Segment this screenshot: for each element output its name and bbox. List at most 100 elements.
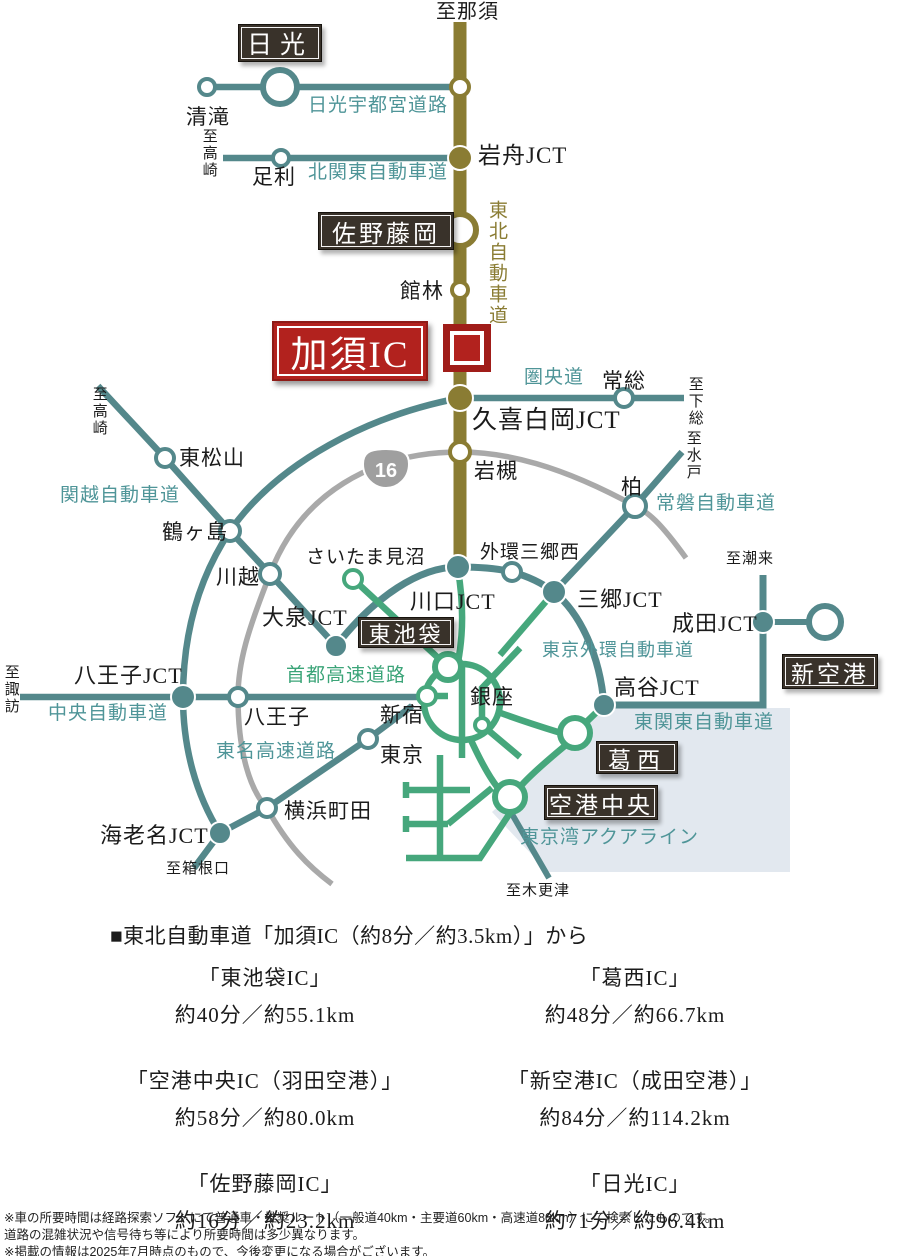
label-box-sanofujioka: 佐野藤岡 — [318, 212, 454, 250]
road-shuto-haneda3 — [402, 816, 448, 832]
map-label: 至高崎 — [200, 128, 217, 179]
footnote-line: ※掲載の情報は2025年7月時点のもので、今後変更になる場合がございます。 — [4, 1244, 435, 1256]
map-label: 関越自動車道 — [60, 485, 181, 506]
label-box-nikko: 日光 — [238, 24, 322, 62]
map-node-jct-teal — [592, 693, 616, 717]
map-label: 至木更津 — [506, 883, 571, 899]
map-label: 至箱根口 — [166, 861, 231, 877]
map-label: 圏央道 — [524, 367, 585, 388]
map-node-ic-olive — [450, 280, 470, 300]
road-joban — [551, 449, 685, 595]
map-label: 外環三郷西 — [480, 542, 581, 563]
map-label: 海老名JCT — [100, 823, 209, 848]
destination-time-distance: 約71分／約96.4km — [544, 1209, 726, 1233]
road-shuto-haneda4 — [406, 799, 521, 862]
route16-shield-number: 16 — [375, 460, 397, 482]
map-label: 東京外環自動車道 — [542, 640, 694, 660]
map-node-ic — [613, 387, 635, 409]
map-label: 至水戸 — [684, 430, 701, 481]
footnote-line: ※車の所要時間は経路探索ソフトにて普通車・推奨ルート（一般道40km・主要道60… — [4, 1211, 718, 1225]
map-label: 三郷JCT — [577, 587, 663, 612]
map-label: 清滝 — [186, 105, 230, 129]
map-label: 高谷JCT — [614, 675, 700, 700]
map-label: 至潮来 — [726, 551, 775, 567]
map-node-ic — [154, 447, 176, 469]
map-node-jct-olive — [447, 145, 473, 171]
destination-name: 「新空港IC（成田空港）」 — [507, 1069, 763, 1093]
map-label: 柏 — [621, 475, 643, 499]
label-box-kasai: 葛西 — [596, 741, 678, 774]
destination-name: 「佐野藤岡IC」 — [187, 1172, 343, 1196]
map-node-ring-teal — [260, 67, 300, 107]
route16-shield-shape — [361, 447, 411, 490]
map-node-ic — [256, 797, 278, 819]
map-label: 日光宇都宮道路 — [308, 95, 449, 116]
destination-item: 「空港中央IC（羽田空港）」約58分／約80.0km — [80, 1065, 450, 1132]
map-label: 中央自動車道 — [48, 703, 169, 724]
map-node-ic — [227, 686, 249, 708]
map-label: 東関東自動車道 — [634, 712, 775, 733]
map-label: 常総 — [602, 369, 646, 393]
map-node-ic — [258, 562, 282, 586]
destination-grid: 「東池袋IC」約40分／約55.1km「葛西IC」約48分／約66.7km「空港… — [80, 962, 820, 1235]
map-label: 首都高速道路 — [286, 665, 407, 686]
map-label: さいたま見沼 — [306, 547, 426, 568]
map-label: 川口JCT — [410, 589, 496, 614]
map-node-ic — [197, 77, 217, 97]
destination-time-distance: 約84分／約114.2km — [539, 1106, 731, 1130]
map-node-jct-olive — [446, 384, 474, 412]
destination-name: 「葛西IC」 — [579, 966, 691, 990]
map-label: 川越 — [216, 565, 260, 589]
map-label: 東松山 — [179, 446, 245, 470]
map-node-jct-teal — [170, 684, 196, 710]
road-shuto-inner — [478, 645, 523, 718]
map-node-ring-green — [557, 715, 593, 751]
map-node-ring-green — [432, 651, 464, 683]
road-shuto-haneda-line — [467, 736, 501, 791]
map-label: 常磐自動車道 — [656, 493, 777, 514]
map-label: 足利 — [252, 165, 296, 189]
road-shuto-misato-line — [497, 589, 557, 658]
map-label: 至高崎 — [90, 386, 107, 437]
map-label: 横浜町田 — [284, 799, 372, 823]
access-heading: ■東北自動車道「加須IC（約8分／約3.5km）」から — [110, 924, 589, 948]
road-shuto-haneda5 — [445, 785, 495, 827]
road-shuto-kawaguchi-line — [454, 569, 466, 663]
map-node-ic-olive — [449, 76, 471, 98]
destination-item: 「新空港IC（成田空港）」約84分／約114.2km — [450, 1065, 820, 1132]
map-node-jct-teal — [208, 821, 232, 845]
map-label: 東京湾アクアライン — [520, 827, 700, 848]
destination-time-distance: 約16分／約23.2km — [174, 1209, 356, 1233]
map-nodes — [154, 67, 844, 845]
map-node-ic-olive — [448, 440, 472, 464]
kazo-ic-marker — [443, 324, 491, 372]
label-box-kazo-ic: 加須IC — [272, 321, 428, 381]
map-node-ic-green — [342, 568, 364, 590]
map-label: 至那須 — [436, 1, 499, 23]
destination-name: 「空港中央IC（羽田空港）」 — [126, 1069, 404, 1093]
destination-time-distance: 約48分／約66.7km — [544, 1003, 726, 1027]
destination-name: 「東池袋IC」 — [198, 966, 332, 990]
destination-item: 「葛西IC」約48分／約66.7km — [450, 962, 820, 1029]
map-node-ic — [501, 561, 523, 583]
map-label: 岩槻 — [474, 459, 518, 483]
destination-time-distance: 約40分／約55.1km — [174, 1003, 356, 1027]
map-node-jct-teal — [751, 610, 775, 634]
map-node-ic — [271, 148, 291, 168]
map-node-ring-green — [492, 779, 528, 815]
map-label: 新宿 — [380, 703, 424, 727]
map-label: 久喜白岡JCT — [472, 407, 621, 434]
road-shuto-haneda2 — [402, 782, 470, 798]
map-node-jct-teal — [324, 634, 348, 658]
label-box-shinkuko: 新空港 — [782, 654, 878, 689]
label-box-higashi-ikebukuro: 東池袋 — [358, 617, 454, 648]
footnotes: ※車の所要時間は経路探索ソフトにて普通車・推奨ルート（一般道40km・主要道60… — [4, 1210, 717, 1256]
map-label: 東京 — [380, 743, 424, 767]
map-label: 東名高速道路 — [216, 741, 337, 762]
map-node-ic-green — [473, 716, 491, 734]
map-label: 八王子JCT — [74, 663, 183, 688]
map-node-ic — [357, 728, 379, 750]
label-box-kukochuo: 空港中央 — [544, 785, 658, 820]
